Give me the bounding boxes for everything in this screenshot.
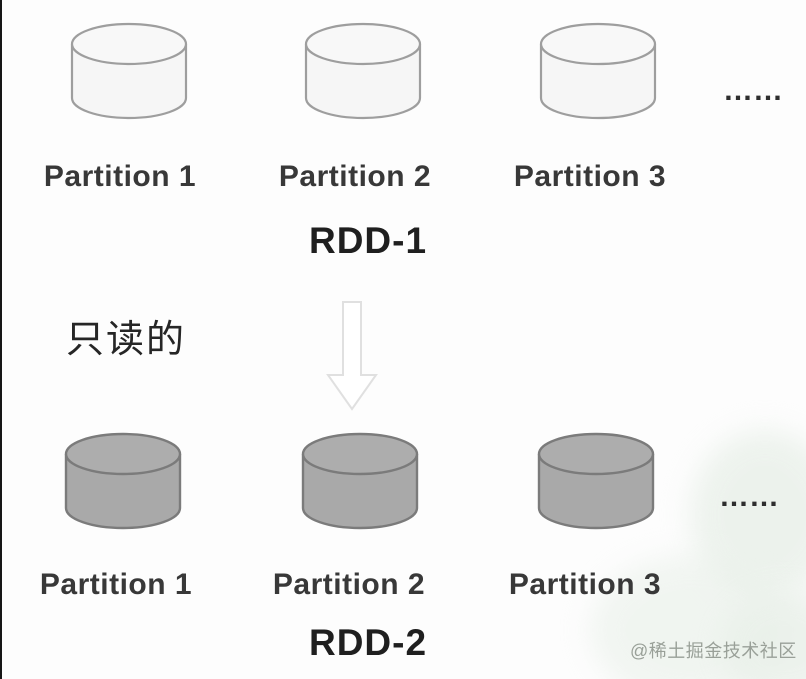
- partition-label: Partition 2: [278, 160, 432, 193]
- partition-label: Partition 1: [39, 568, 193, 601]
- partition-cylinder-gray-icon: [301, 432, 419, 530]
- down-arrow-icon: [326, 301, 378, 411]
- rdd1-title: RDD-1: [308, 220, 428, 261]
- partition-label: Partition 3: [508, 568, 662, 601]
- more-partitions-ellipsis: ……: [719, 480, 779, 513]
- partition-cylinder-gray-icon: [64, 432, 182, 530]
- partition-cylinder-light-icon: [539, 22, 657, 120]
- rdd2-title: RDD-2: [308, 622, 428, 663]
- readonly-annotation: 只读的: [66, 319, 187, 361]
- partition-label: Partition 3: [513, 160, 667, 193]
- partition-label: Partition 2: [272, 568, 426, 601]
- left-edge-bar: [0, 0, 2, 679]
- partition-cylinder-light-icon: [70, 22, 188, 120]
- partition-cylinder-gray-icon: [537, 432, 655, 530]
- more-partitions-ellipsis: ……: [723, 74, 783, 107]
- partition-cylinder-light-icon: [304, 22, 422, 120]
- juejin-watermark-text: @稀土掘金技术社区: [630, 641, 797, 661]
- partition-label: Partition 1: [43, 160, 197, 193]
